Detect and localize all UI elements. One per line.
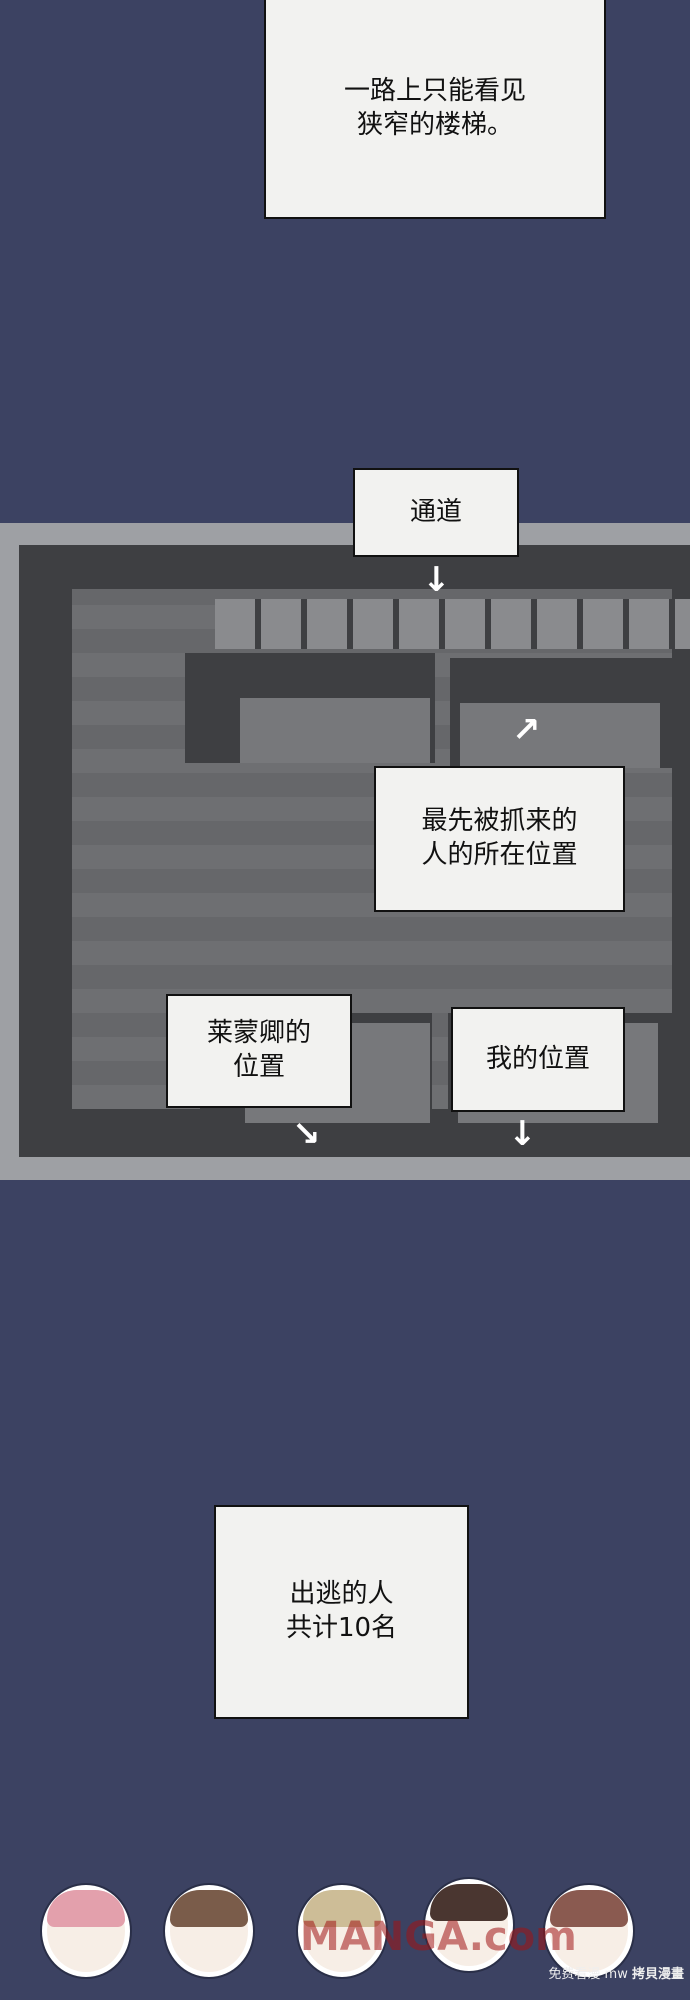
caption-lemeng-position: 莱蒙卿的 位置	[166, 994, 352, 1108]
caption-first-captured: 最先被抓来的 人的所在位置	[374, 766, 625, 912]
watermark-free: 免费看漫 mw	[548, 1967, 628, 1982]
caption-escapees: 出逃的人 共计10名	[214, 1505, 469, 1719]
face-pink-hair-girl	[42, 1885, 130, 1977]
caption-passage: 通道	[353, 468, 519, 557]
watermark-site: 拷貝漫畫	[631, 1967, 684, 1982]
face-brown-bangs-boy	[165, 1885, 253, 1977]
caption-my-position: 我的位置	[451, 1007, 625, 1112]
watermark-logo: MANGA.com	[300, 1914, 577, 1960]
arrow-up-right-icon: ↗	[512, 710, 541, 750]
arrow-down-right-icon: ↘	[292, 1114, 321, 1154]
face-auburn-hair-man	[545, 1885, 633, 1977]
character-faces	[0, 1879, 690, 1977]
face-dark-hair-man	[425, 1879, 513, 1971]
watermark-text: 免费看漫 mw 拷貝漫畫	[548, 1963, 684, 1982]
arrow-down-icon: ↓	[422, 560, 451, 600]
corridor	[215, 599, 690, 649]
caption-top: 一路上只能看见 狭窄的楼梯。	[264, 0, 606, 219]
arrow-down-icon: ↓	[508, 1114, 537, 1154]
face-blond-man	[298, 1885, 386, 1977]
cell-upper-right-floor	[460, 703, 660, 768]
cell-upper-left-floor	[240, 698, 430, 763]
